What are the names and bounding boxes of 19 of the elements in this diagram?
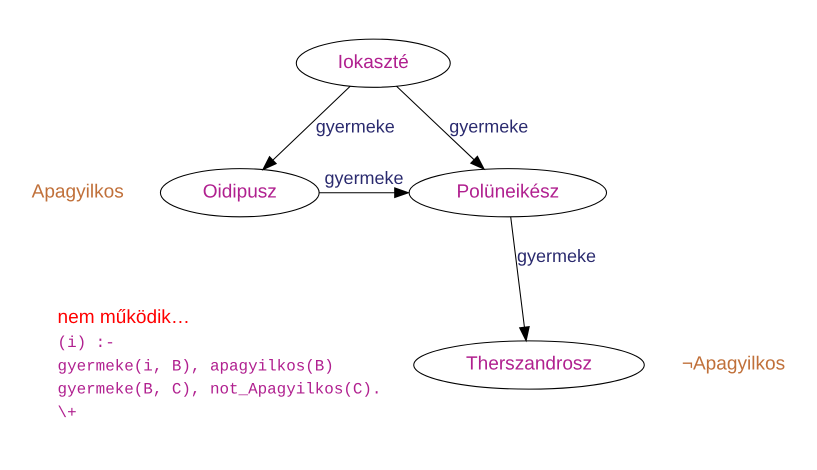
node-label: Apagyilkos (32, 180, 124, 202)
node-label: ¬Apagyilkos (682, 353, 786, 374)
node-ellipse: Therszandrosz (413, 340, 645, 390)
arrow (319, 186, 410, 198)
label: gyermeke(B, C), not_Apagyilkos(C). (58, 380, 382, 398)
edge-label: gyermeke (449, 116, 528, 136)
label: (i) :- (58, 334, 115, 352)
node-ellipse: Polüneikész (408, 168, 608, 217)
label: gyermeke(i, B), apagyilkos(B) (58, 356, 334, 375)
arrow (510, 216, 530, 342)
label: \+ (58, 403, 77, 422)
arrow (262, 85, 351, 170)
edge-label: gyermeke (316, 116, 395, 136)
node-ellipse: Oidipusz (160, 168, 320, 217)
arrow (396, 85, 486, 170)
edge-label: gyermeke (324, 167, 404, 188)
edge-label: gyermeke (517, 245, 596, 266)
label: nem működik… (58, 306, 190, 328)
node-ellipse: Iokaszté (296, 38, 451, 88)
